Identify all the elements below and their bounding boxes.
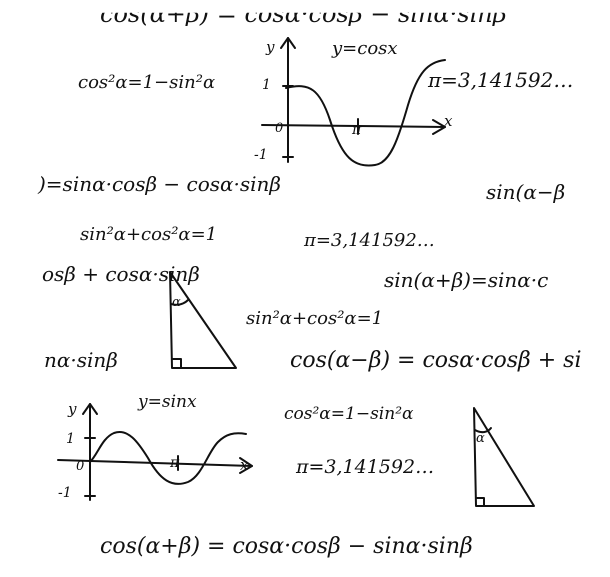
sine-graph-title: y=sinx bbox=[138, 392, 197, 412]
triangle-left-angle: α bbox=[172, 295, 181, 310]
sin-product-partial: nα·sinβ bbox=[44, 348, 118, 372]
sine-graph-pi-tick: π bbox=[170, 455, 180, 471]
sin-sum-formula: sin(α+β)=sinα·c bbox=[384, 268, 549, 292]
sine-graph-tick-positive: 1 bbox=[66, 431, 75, 447]
top-cut-formula: cos(α+β) = cosα·cosβ − sinα·sinβ bbox=[100, 0, 507, 28]
sine-graph-origin: 0 bbox=[76, 459, 85, 474]
sum-formula-partial: osβ + cosα·sinβ bbox=[42, 262, 200, 286]
cosine-graph-y-label: y bbox=[266, 38, 275, 56]
triangle-right-angle: α bbox=[476, 431, 485, 446]
cosine-graph-pi-tick: π bbox=[352, 122, 362, 138]
cosine-graph-tick-positive: 1 bbox=[262, 77, 271, 93]
cosine-graph-drawing bbox=[261, 37, 446, 167]
sine-graph-x-label: x bbox=[240, 456, 249, 474]
pi-value-bottom: π=3,141592… bbox=[296, 456, 435, 478]
pi-value-top: π=3,141592… bbox=[428, 68, 574, 92]
pi-value-middle: π=3,141592… bbox=[304, 230, 435, 251]
cos-squared-identity-top: cos²α=1−sin²α bbox=[78, 72, 216, 93]
cosine-graph-x-label: x bbox=[444, 112, 453, 130]
right-triangle-right bbox=[473, 407, 535, 507]
cos-squared-identity-bottom: cos²α=1−sin²α bbox=[284, 404, 414, 424]
cosine-graph-tick-negative: -1 bbox=[254, 147, 268, 163]
sin-difference-partial: )=sinα·cosβ − cosα·sinβ bbox=[38, 172, 281, 196]
sine-graph-y-label: y bbox=[68, 400, 77, 418]
sine-graph-drawing bbox=[57, 403, 253, 501]
pythagorean-identity-center: sin²α+cos²α=1 bbox=[246, 308, 384, 329]
bottom-cut-formula: cos(α+β) = cosα·cosβ − sinα·sinβ bbox=[100, 534, 473, 559]
sin-difference-cut: sin(α−β bbox=[486, 180, 566, 204]
pythagorean-identity-left: sin²α+cos²α=1 bbox=[80, 224, 218, 245]
cos-difference-formula: cos(α−β) = cosα·cosβ + si bbox=[290, 348, 582, 373]
sine-graph-tick-negative: -1 bbox=[58, 485, 72, 501]
cosine-graph-origin: 0 bbox=[275, 121, 284, 136]
right-triangle-left bbox=[169, 271, 237, 369]
cosine-graph-title: y=cosx bbox=[332, 38, 398, 59]
